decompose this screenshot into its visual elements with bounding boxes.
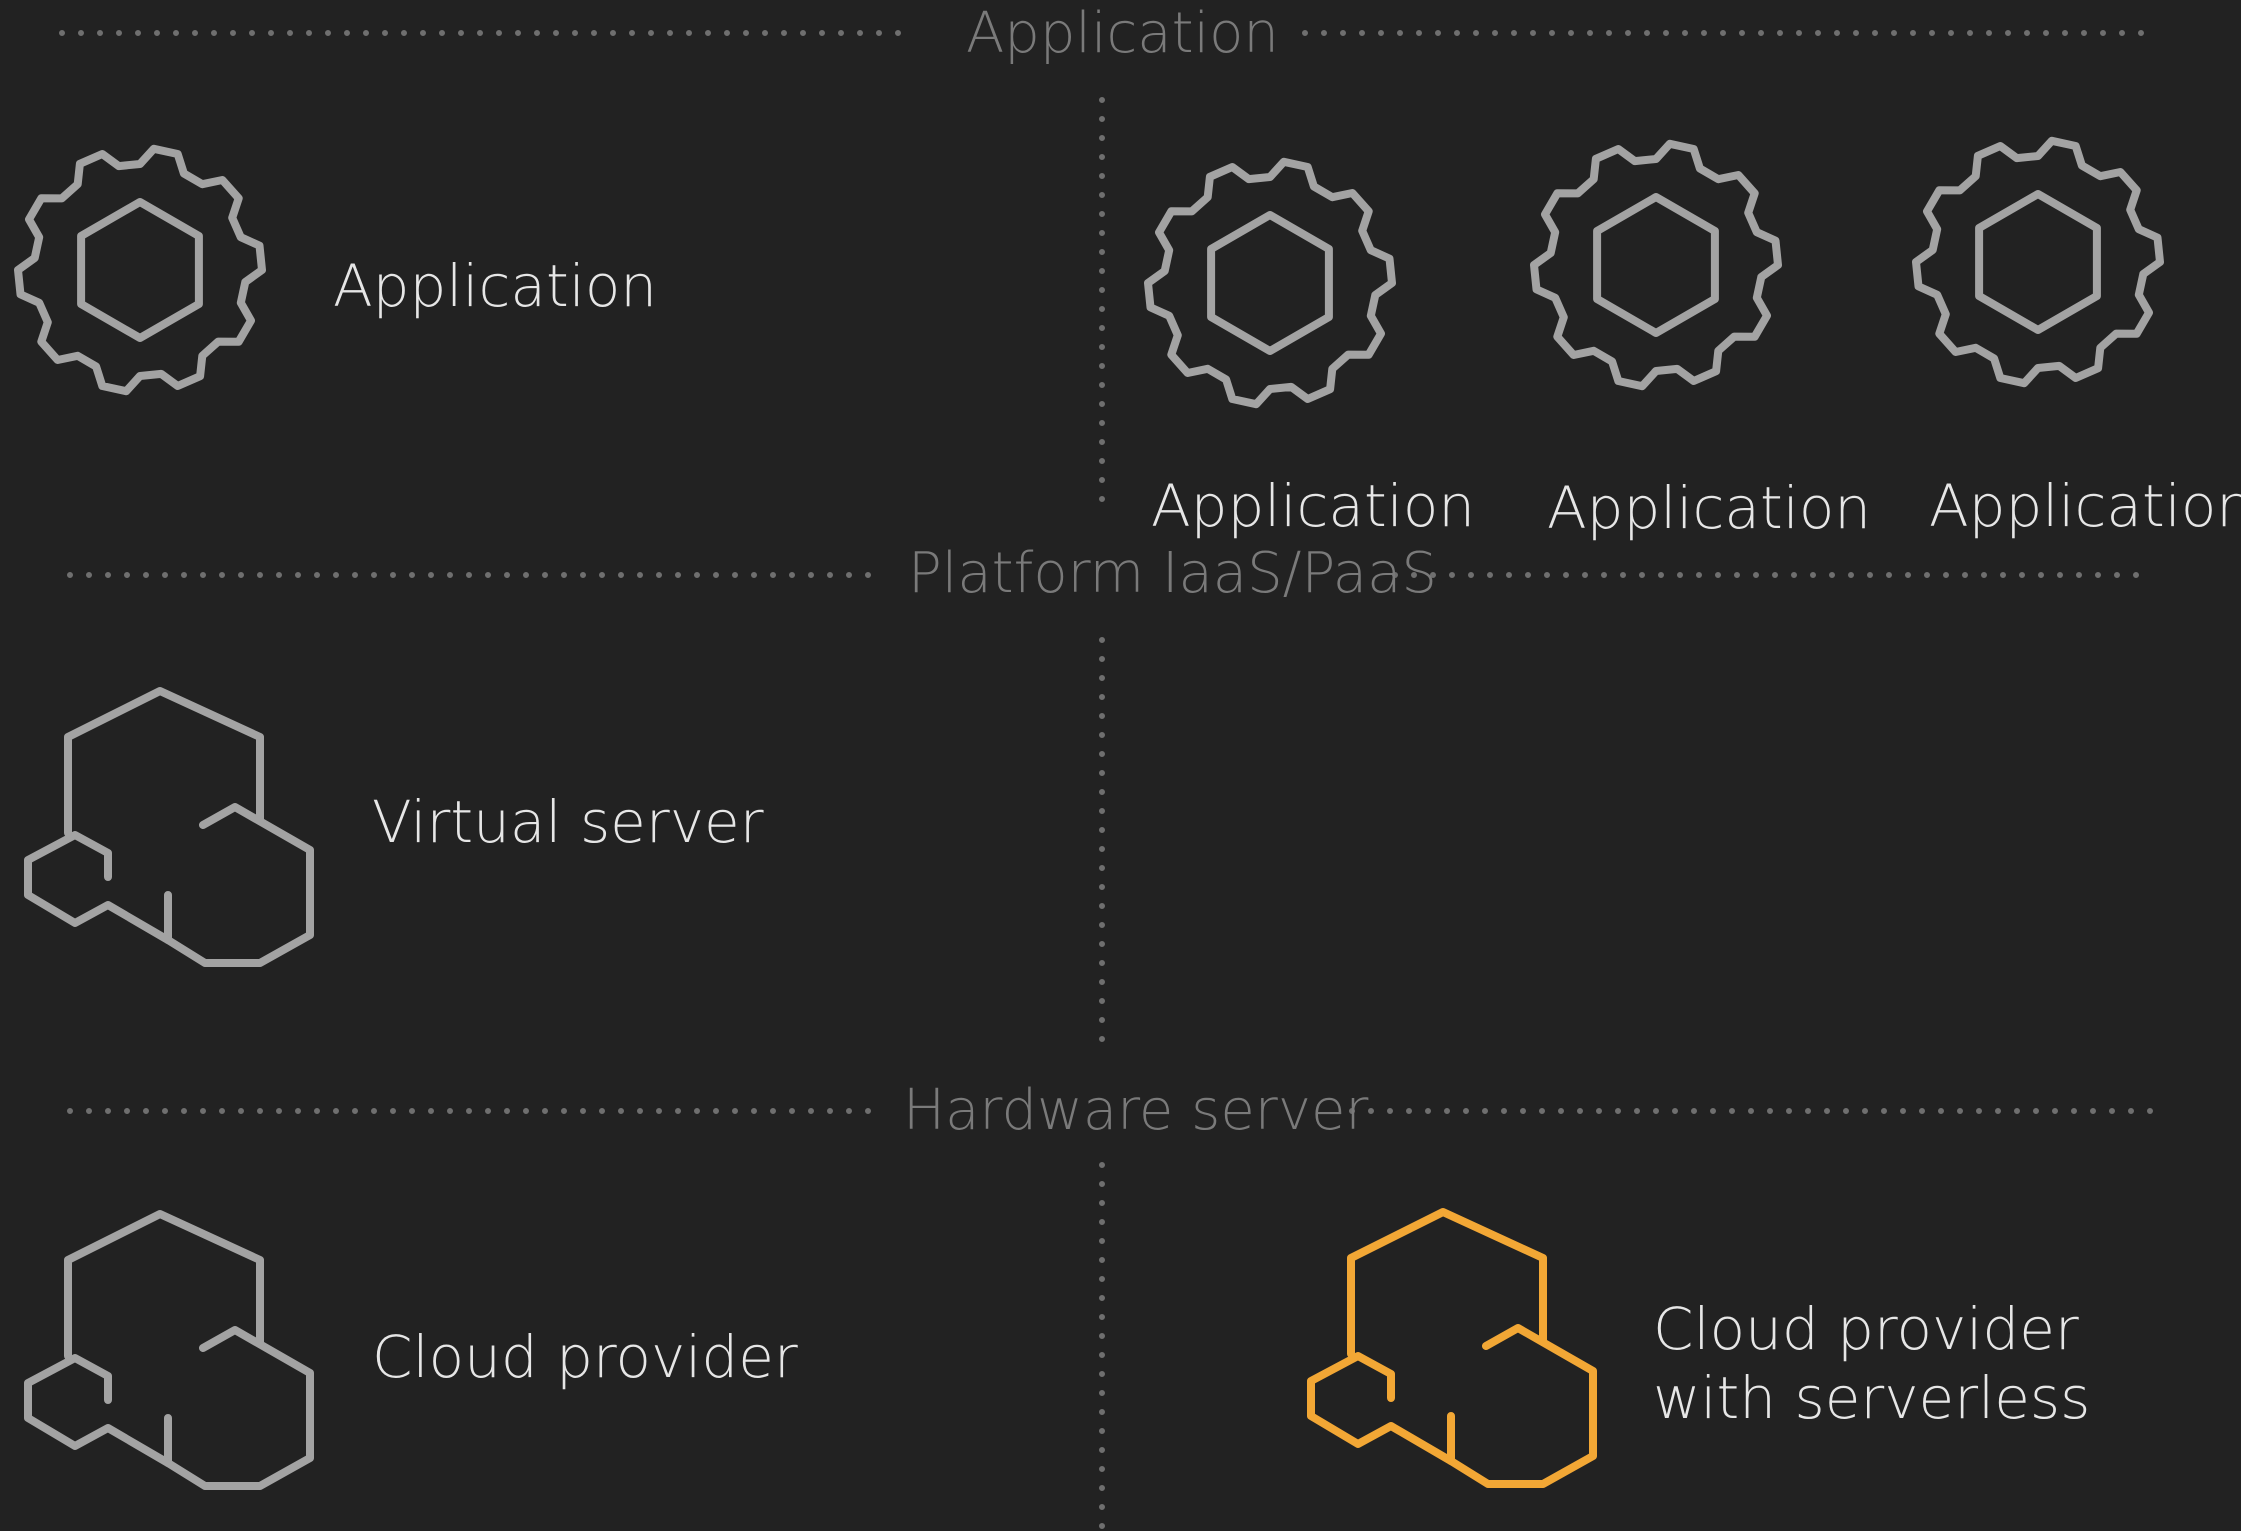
cloud-hexagon-part-3 xyxy=(1447,1324,1597,1488)
cloud-hexagon-part-2 xyxy=(64,1210,264,1360)
cloud-hexagon-part-1 xyxy=(24,1354,172,1467)
gear-hexagon-icon xyxy=(1912,136,2164,388)
cloud-hexagon-part-3 xyxy=(164,1326,314,1490)
right-application-label-3: Application xyxy=(1929,472,2241,540)
serverless-label-line2: with serverless xyxy=(1653,1364,2091,1432)
application-layer-label: Application xyxy=(966,1,1279,66)
gear-outline xyxy=(14,144,266,396)
cloud-hexagons-icon-highlighted xyxy=(1307,1208,1597,1488)
right-application-label-2: Application xyxy=(1547,474,1872,542)
inner-hexagon xyxy=(1593,193,1719,337)
virtual-server-label: Virtual server xyxy=(372,788,764,856)
cloud-hexagon-part-2 xyxy=(1347,1208,1547,1358)
gear-hexagon-icon xyxy=(14,144,266,396)
cloud-hexagon-part-2 xyxy=(64,687,264,837)
cloud-hexagons-icon xyxy=(24,687,314,967)
gear-hexagon-icon xyxy=(1530,139,1782,391)
gear-hexagon-icon xyxy=(1144,157,1396,409)
inner-hexagon xyxy=(1975,190,2101,334)
inner-hexagon xyxy=(77,198,203,342)
inner-hexagon xyxy=(1207,211,1333,355)
cloud-hexagon-part-1 xyxy=(1307,1352,1455,1465)
serverless-label-line1: Cloud provider xyxy=(1653,1295,2079,1363)
platform-layer-label: Platform IaaS/PaaS xyxy=(908,541,1437,606)
gear-outline xyxy=(1530,139,1782,391)
cloud-hexagon-part-3 xyxy=(164,803,314,967)
right-application-label-1: Application xyxy=(1151,472,1476,540)
cloud-provider-label: Cloud provider xyxy=(372,1323,798,1391)
cloud-hexagon-part-1 xyxy=(24,831,172,944)
gear-outline xyxy=(1144,157,1396,409)
left-application-label: Application xyxy=(333,252,658,320)
cloud-hexagons-icon xyxy=(24,1210,314,1490)
gear-outline xyxy=(1912,136,2164,388)
hardware-layer-label: Hardware server xyxy=(903,1078,1369,1143)
